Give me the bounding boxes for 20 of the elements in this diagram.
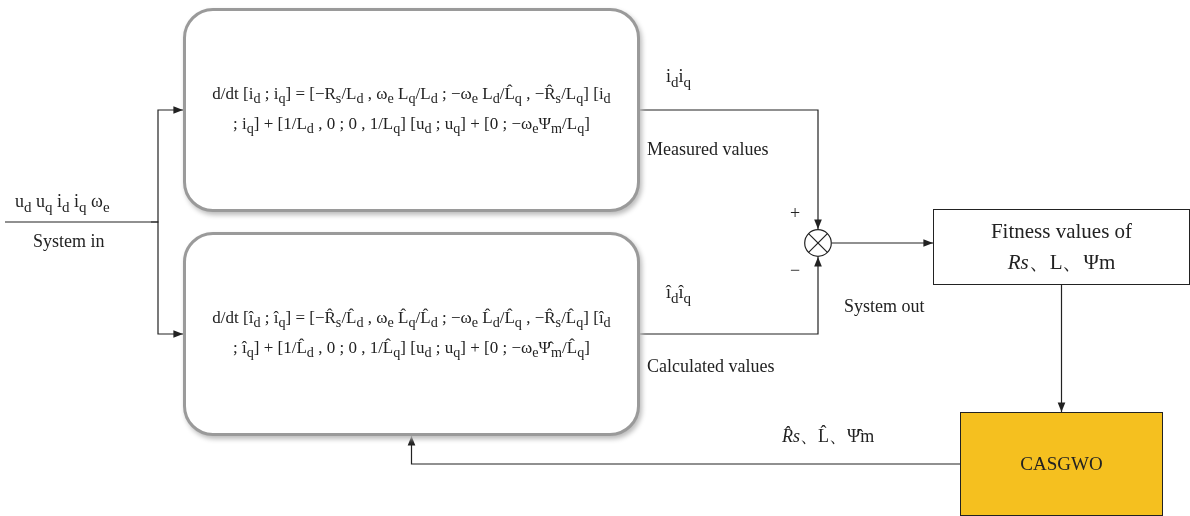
edge-label: i$_{d}$i$_{q}$ (664, 66, 694, 91)
sign-label: − (790, 260, 801, 281)
arrow (150, 221, 184, 338)
arrow (1057, 284, 1066, 413)
signal-names: u$_{d}$ u$_{q}$ i$_{d}$ i$_{q}$ ω$_{e}$ (15, 191, 110, 216)
optimizer-box: CASGWO (960, 412, 1163, 516)
sign-label: + (790, 203, 801, 224)
arrow (639, 109, 822, 230)
process-box: Fitness values of Rs、L、Ψm (933, 209, 1190, 285)
arrow (831, 239, 934, 247)
edge-label: R̂s、L̂、Ψ̂m (780, 424, 877, 448)
edge-label: î$_{d}$î$_{q}$ (664, 282, 694, 307)
edge-label: System out (842, 296, 927, 317)
caption-text: Measured values (647, 139, 769, 160)
arrow (639, 256, 822, 335)
caption-text: Calculated values (647, 356, 775, 377)
model-box: d/dt [i$_{d}$ ; i$_{q}$] = [−R$_{s}$/L$_{d}$ , ω$_{e}$ L$_{q}$/L$_{d}$ ; −ω$_{e}$ L$_{d}$/L̂$_{q}$ , −R̂$_{s}$/L$_{q}$] [i$_{d}$ ; i$_{q}$] + [1/L$_{d}$ , 0 ; 0 , 1/L$_{q}$] [u$_{d}$ ; u$_{q}$] + [0 ; −ω$_{e}$Ψ$_{m}$/L$_{q}$] (183, 8, 640, 212)
input-label: System in (33, 231, 105, 252)
arrow (407, 435, 961, 465)
model-box: d/dt [î$_{d}$ ; î$_{q}$] = [−R̂$_{s}$/L̂$_{d}$ , ω$_{e}$ L̂$_{q}$/L̂$_{d}$ ; −ω$_{e}$ L̂$_{d}$/L̂$_{q}$ , −R̂$_{s}$/L̂$_{q}$] [î$_{d}$ ; î$_{q}$] + [1/L̂$_{d}$ , 0 ; 0 , 1/L̂$_{q}$] [u$_{d}$ ; u$_{q}$] + [0 ; −ω$_{e}$Ψ̂$_{m}$/L̂$_{q}$] (183, 232, 640, 436)
